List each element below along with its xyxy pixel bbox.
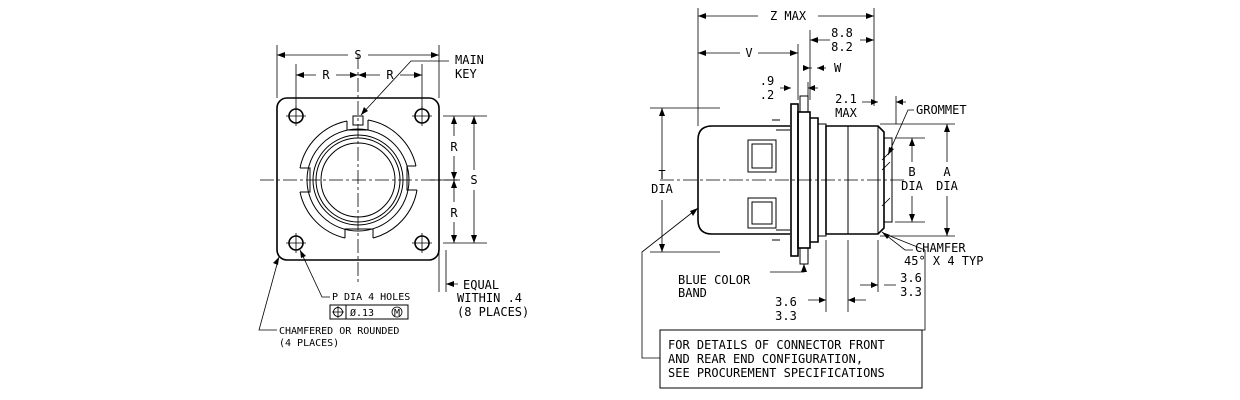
dim-z-max: Z MAX bbox=[770, 9, 807, 23]
dim-3-6-right: 3.6 bbox=[900, 271, 922, 285]
dim-3-3-right: 3.3 bbox=[900, 285, 922, 299]
main-key-label: MAIN bbox=[455, 53, 484, 67]
insert-block bbox=[747, 197, 777, 229]
dim-a: A bbox=[943, 165, 951, 179]
equal-label: WITHIN .4 bbox=[457, 291, 522, 305]
dim-t: T bbox=[658, 168, 665, 182]
grommet-label: GROMMET bbox=[916, 103, 967, 117]
dim-3-6-left: 3.6 bbox=[775, 295, 797, 309]
dim-r-lower: R bbox=[450, 206, 458, 220]
dim-b: B bbox=[908, 165, 915, 179]
dim-8-2: 8.2 bbox=[831, 40, 853, 54]
mmc-symbol-icon bbox=[391, 306, 403, 318]
equal-label: EQUAL bbox=[463, 278, 499, 292]
note-frame bbox=[659, 329, 923, 389]
blue-band-label: BAND bbox=[678, 286, 707, 300]
insert-block bbox=[747, 139, 777, 173]
dim-r-left: R bbox=[322, 68, 330, 82]
dim-s-top: S bbox=[354, 48, 361, 62]
dim-s-right: S bbox=[470, 173, 477, 187]
equal-label: (8 PLACES) bbox=[457, 305, 529, 319]
dim-w: W bbox=[834, 61, 842, 75]
dim-v: V bbox=[745, 46, 752, 60]
note-line: FOR DETAILS OF CONNECTOR FRONT bbox=[668, 338, 885, 352]
main-key-label: KEY bbox=[455, 67, 477, 81]
dim-r-upper: R bbox=[450, 140, 458, 154]
dim-b-dia: DIA bbox=[901, 179, 923, 193]
feature-control-frame bbox=[329, 304, 409, 320]
dim-r-right: R bbox=[386, 68, 394, 82]
chamfer-label: CHAMFER bbox=[915, 241, 966, 255]
chamfer-note: (4 PLACES) bbox=[279, 338, 339, 349]
blue-color-band bbox=[799, 95, 809, 113]
front-view: S R R MAIN KEY R R S EQUAL WITHIN .4 (8 … bbox=[258, 45, 529, 349]
dim-2-1: 2.1 bbox=[835, 92, 857, 106]
blue-color-band bbox=[799, 247, 809, 265]
position-tolerance: Ø.13 bbox=[350, 307, 374, 319]
note-line: SEE PROCUREMENT SPECIFICATIONS bbox=[668, 366, 885, 380]
side-view: Z MAX 8.8 8.2 V W .9 .2 2.1 MAX GROMMET … bbox=[641, 8, 983, 359]
blue-band-label: BLUE COLOR bbox=[678, 273, 751, 287]
dim-0-2: .2 bbox=[760, 88, 774, 102]
dim-0-9: .9 bbox=[760, 74, 774, 88]
chamfer-label: 45° X 4 TYP bbox=[904, 254, 983, 268]
note-line: AND REAR END CONFIGURATION, bbox=[668, 352, 863, 366]
note-box: FOR DETAILS OF CONNECTOR FRONT AND REAR … bbox=[659, 329, 923, 389]
dim-3-3-left: 3.3 bbox=[775, 309, 797, 323]
dim-t-dia: DIA bbox=[651, 182, 673, 196]
dim-max: MAX bbox=[835, 106, 857, 120]
dim-a-dia: DIA bbox=[936, 179, 958, 193]
coupling-ring bbox=[299, 119, 418, 239]
rear-body bbox=[697, 125, 790, 235]
insert-block bbox=[751, 143, 773, 169]
insert-block bbox=[751, 201, 773, 225]
mmc-symbol: M bbox=[394, 308, 400, 319]
p-dia-note: P DIA 4 HOLES bbox=[332, 292, 410, 303]
dim-8-8: 8.8 bbox=[831, 26, 853, 40]
chamfer-note: CHAMFERED OR ROUNDED bbox=[279, 326, 399, 337]
